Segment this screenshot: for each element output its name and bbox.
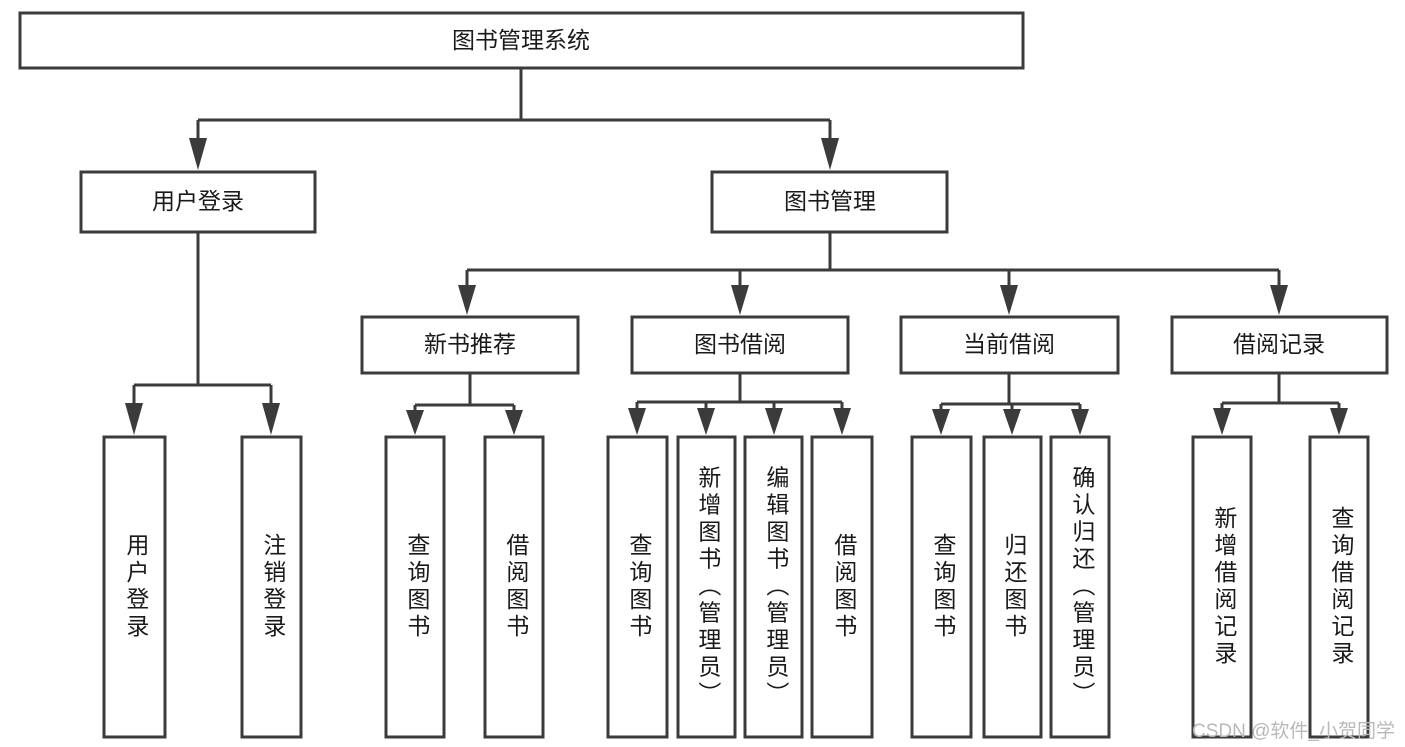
arrowhead-leaf-add-borrow-record [1213, 408, 1231, 435]
connector-group-new-book-recommend [406, 373, 523, 435]
node-user-login-box[interactable] [79, 170, 317, 234]
node-book-manage[interactable]: 图书管理 [710, 170, 949, 234]
connector-group-book-manage [458, 232, 1288, 315]
node-leaf-borrow-book-bor-box[interactable] [810, 435, 874, 739]
connector-group-book-borrow [628, 373, 851, 435]
node-leaf-query-borrow-record-box[interactable] [1308, 435, 1370, 739]
arrowhead-current-borrow [1000, 285, 1018, 315]
connector-group-user-login [125, 232, 280, 435]
node-new-book-recommend-label: 新书推荐 [424, 331, 516, 357]
node-leaf-query-borrow-record-label: 查询借阅记录 [1328, 506, 1355, 668]
node-new-book-recommend-box[interactable] [360, 315, 580, 375]
arrowhead-leaf-user-login [125, 403, 143, 435]
arrowhead-book-borrow [731, 285, 749, 315]
node-leaf-add-book-admin-label: 新增图书（管理员） [695, 466, 722, 709]
arrowhead-leaf-query-book-bor [628, 408, 646, 435]
node-leaf-user-logout-box[interactable] [240, 435, 303, 739]
arrowhead-leaf-confirm-return-admin [1071, 409, 1089, 435]
node-leaf-edit-book-admin[interactable]: 编辑图书（管理员） [743, 435, 804, 739]
node-user-login[interactable]: 用户登录 [79, 170, 317, 234]
node-leaf-query-borrow-record[interactable]: 查询借阅记录 [1308, 435, 1370, 739]
node-leaf-add-borrow-record-box[interactable] [1191, 435, 1253, 739]
connector-group-current-borrow [932, 373, 1089, 435]
node-leaf-return-book[interactable]: 归还图书 [982, 435, 1043, 739]
node-root-label: 图书管理系统 [452, 27, 590, 53]
node-leaf-query-book-rec-label: 查询图书 [404, 533, 431, 641]
node-leaf-return-book-label: 归还图书 [1001, 533, 1028, 641]
node-root-box[interactable] [18, 11, 1025, 70]
arrowhead-leaf-user-logout [262, 403, 280, 435]
node-leaf-query-book-bor-label: 查询图书 [626, 533, 653, 641]
node-current-borrow-label: 当前借阅 [963, 331, 1055, 357]
node-leaf-query-book-cur-label: 查询图书 [930, 533, 957, 641]
node-book-borrow[interactable]: 图书借阅 [630, 315, 850, 375]
node-leaf-user-login-label: 用户登录 [123, 533, 150, 641]
node-borrow-record-label: 借阅记录 [1233, 331, 1325, 357]
node-leaf-query-book-rec[interactable]: 查询图书 [384, 435, 446, 739]
node-leaf-return-book-box[interactable] [982, 435, 1043, 739]
node-leaf-confirm-return-admin[interactable]: 确认归还（管理员） [1049, 435, 1111, 739]
node-leaf-confirm-return-admin-label: 确认归还（管理员） [1069, 466, 1096, 709]
arrowhead-leaf-borrow-book-bor [833, 408, 851, 435]
connector-group-borrow-record [1213, 373, 1348, 435]
arrowhead-leaf-query-book-cur [932, 409, 950, 435]
node-borrow-record[interactable]: 借阅记录 [1170, 315, 1389, 375]
node-leaf-query-book-cur-box[interactable] [910, 435, 973, 739]
arrowhead-leaf-edit-book-admin [765, 408, 783, 435]
node-book-manage-label: 图书管理 [784, 188, 876, 214]
arrowhead-leaf-add-book-admin [697, 408, 715, 435]
node-leaf-edit-book-admin-label: 编辑图书（管理员） [763, 466, 790, 709]
node-leaf-user-login[interactable]: 用户登录 [102, 435, 167, 739]
node-new-book-recommend[interactable]: 新书推荐 [360, 315, 580, 375]
node-book-borrow-box[interactable] [630, 315, 850, 375]
node-leaf-user-login-box[interactable] [102, 435, 167, 739]
node-leaf-borrow-book-rec-label: 借阅图书 [503, 533, 530, 641]
node-leaf-add-borrow-record[interactable]: 新增借阅记录 [1191, 435, 1253, 739]
node-current-borrow-box[interactable] [899, 315, 1120, 375]
node-book-manage-box[interactable] [710, 170, 949, 234]
node-current-borrow[interactable]: 当前借阅 [899, 315, 1120, 375]
node-leaf-query-book-bor-box[interactable] [606, 435, 669, 739]
node-leaf-add-borrow-record-label: 新增借阅记录 [1211, 506, 1238, 668]
node-user-login-label: 用户登录 [152, 188, 244, 214]
csdn-watermark: CSDN @软件_小贺同学 [1192, 721, 1395, 742]
node-leaf-add-book-admin-box[interactable] [676, 435, 737, 739]
node-borrow-record-box[interactable] [1170, 315, 1389, 375]
arrowhead-leaf-return-book [1003, 409, 1021, 435]
arrowhead-leaf-query-book-rec [406, 410, 424, 435]
arrowhead-new-book-recommend [458, 285, 476, 315]
arrowhead-borrow-record [1270, 285, 1288, 315]
node-leaf-borrow-book-bor-label: 借阅图书 [831, 533, 858, 641]
arrowhead-leaf-query-borrow-record [1330, 408, 1348, 435]
node-leaf-user-logout[interactable]: 注销登录 [240, 435, 303, 739]
node-leaf-edit-book-admin-box[interactable] [743, 435, 804, 739]
arrowhead-user-login [189, 138, 207, 170]
node-leaf-user-logout-label: 注销登录 [260, 533, 287, 641]
connector-group-root [189, 68, 839, 170]
node-leaf-query-book-rec-box[interactable] [384, 435, 446, 739]
node-leaf-borrow-book-bor[interactable]: 借阅图书 [810, 435, 874, 739]
arrowhead-book-manage [821, 138, 839, 170]
node-leaf-borrow-book-rec[interactable]: 借阅图书 [483, 435, 545, 739]
node-leaf-add-book-admin[interactable]: 新增图书（管理员） [676, 435, 737, 739]
node-leaf-query-book-bor[interactable]: 查询图书 [606, 435, 669, 739]
node-leaf-borrow-book-rec-box[interactable] [483, 435, 545, 739]
node-leaf-confirm-return-admin-box[interactable] [1049, 435, 1111, 739]
node-leaf-query-book-cur[interactable]: 查询图书 [910, 435, 973, 739]
arrowhead-leaf-borrow-book-rec [505, 410, 523, 435]
node-book-borrow-label: 图书借阅 [694, 331, 786, 357]
node-root[interactable]: 图书管理系统 [18, 11, 1025, 70]
